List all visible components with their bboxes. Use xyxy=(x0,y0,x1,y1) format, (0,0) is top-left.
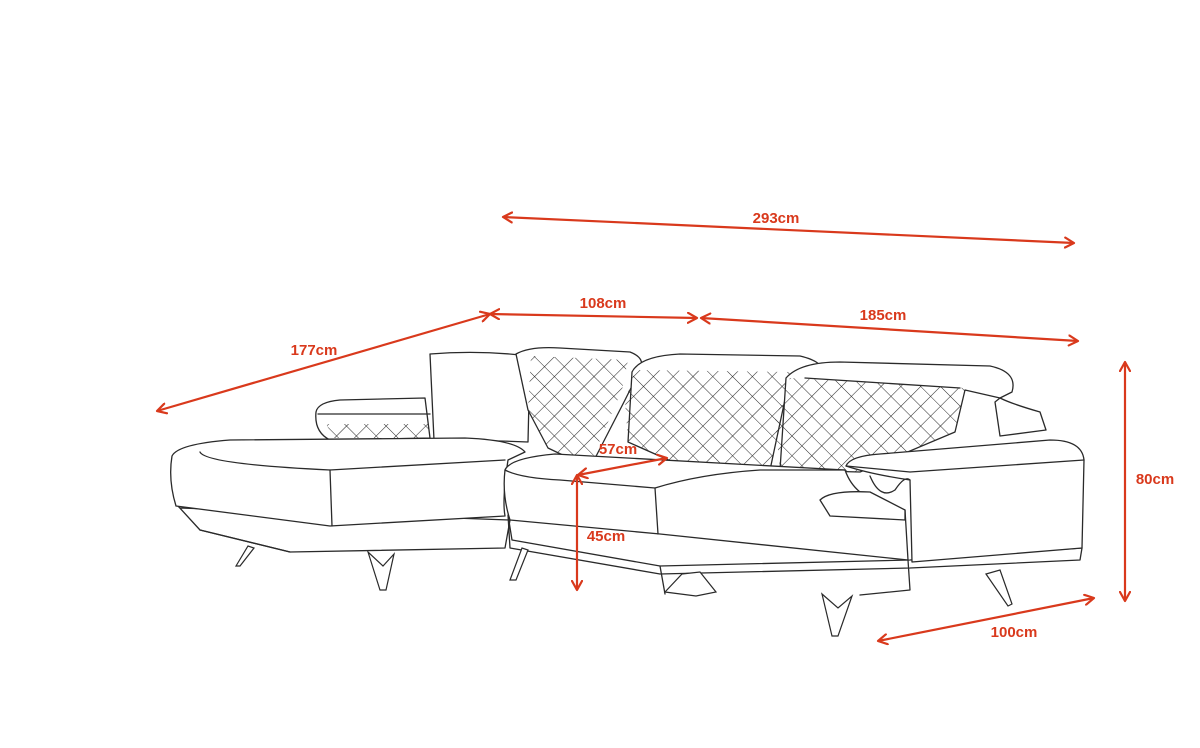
dimension-annotations: 293cm 177cm 108cm 185cm 80cm 100cm 57cm … xyxy=(157,210,1174,641)
label-main-section: 185cm xyxy=(860,307,907,324)
label-seat-height: 45cm xyxy=(587,528,625,545)
main-seat-cushions xyxy=(503,453,909,561)
label-chaise-section: 108cm xyxy=(580,295,627,312)
dim-line-main-section xyxy=(701,318,1078,341)
label-overall-width: 293cm xyxy=(753,210,800,227)
label-chaise-length: 177cm xyxy=(291,342,338,359)
chaise-armrest xyxy=(315,397,431,441)
chaise-seat xyxy=(170,437,526,527)
right-armrest xyxy=(845,439,1085,563)
dim-line-depth xyxy=(878,598,1094,641)
label-height: 80cm xyxy=(1136,471,1174,488)
label-depth: 100cm xyxy=(991,624,1038,641)
throw-pillow xyxy=(429,351,531,443)
side-pillow xyxy=(819,491,906,521)
label-seat-depth: 57cm xyxy=(599,441,637,458)
right-headrest xyxy=(994,397,1047,437)
dim-line-overall-width xyxy=(503,217,1074,243)
dim-line-chaise-length xyxy=(157,314,490,411)
sofa-drawing xyxy=(170,346,1085,637)
dim-line-chaise-section xyxy=(490,314,697,318)
dim-line-seat-depth xyxy=(578,458,667,475)
